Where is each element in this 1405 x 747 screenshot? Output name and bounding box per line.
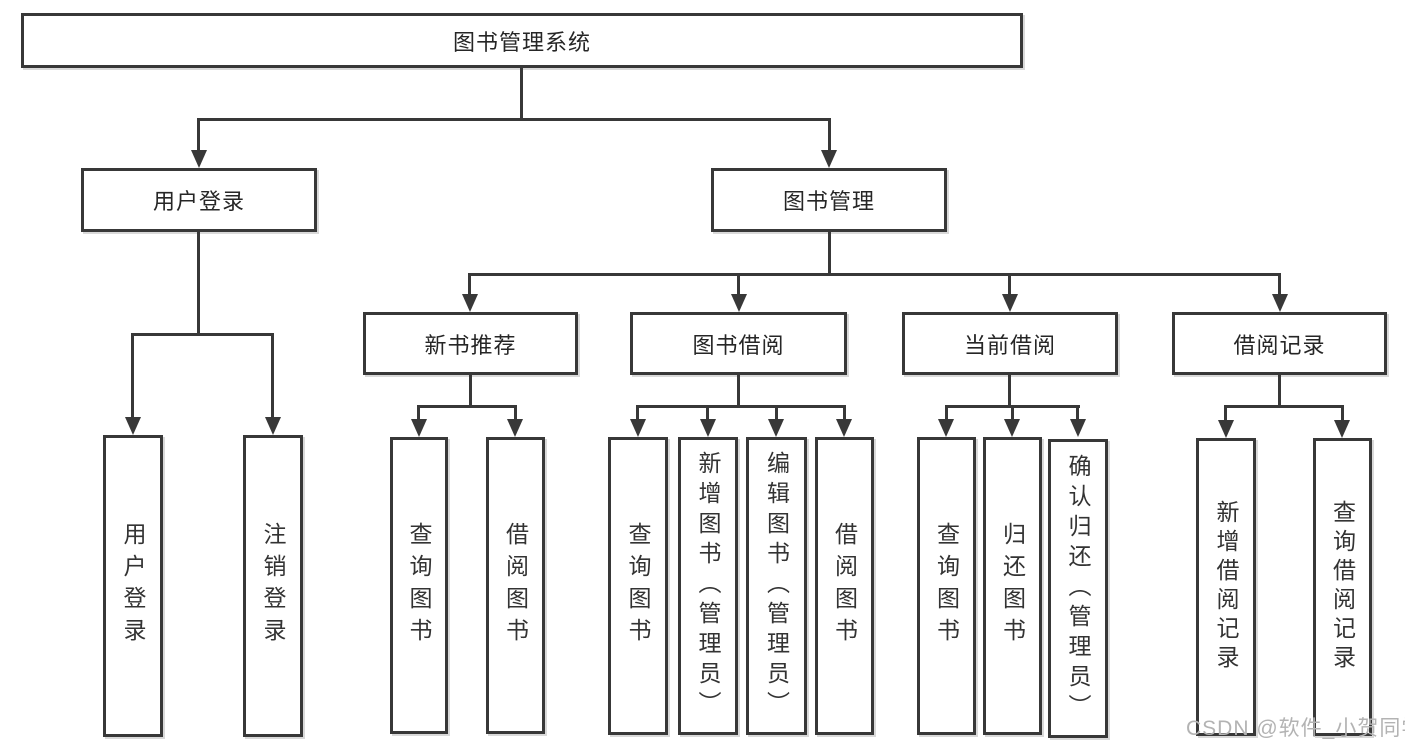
connector-line <box>469 375 472 408</box>
connector-line <box>468 273 1281 276</box>
node-book-management: 图书管理 <box>711 168 947 232</box>
leaf-confirm-return-admin: 确认归还（管理员） <box>1048 439 1108 738</box>
connector-line <box>636 405 846 408</box>
leaf-label: 注销登录 <box>260 522 286 650</box>
node-new-book-recommendation: 新书推荐 <box>363 312 578 375</box>
connector-line <box>828 232 831 276</box>
leaf-query-books-current: 查询图书 <box>917 437 976 735</box>
connector-line <box>197 118 200 152</box>
connector-line <box>468 273 471 296</box>
connector-line <box>737 273 740 296</box>
connector-line <box>417 405 517 408</box>
connector-line <box>1341 405 1344 422</box>
arrowhead <box>507 419 523 437</box>
arrowhead <box>411 419 427 437</box>
arrowhead <box>1004 419 1020 437</box>
arrowhead <box>265 417 281 435</box>
connector-line <box>417 405 420 421</box>
node-user-login: 用户登录 <box>81 168 317 232</box>
node-label: 新书推荐 <box>424 332 517 358</box>
connector-line <box>775 405 778 421</box>
leaf-borrow-books-recommend: 借阅图书 <box>486 437 545 734</box>
leaf-label: 查询图书 <box>406 521 432 650</box>
leaf-label: 新增图书（管理员） <box>695 451 721 721</box>
connector-line <box>131 333 134 419</box>
leaf-label: 归还图书 <box>999 522 1026 650</box>
csdn-watermark: CSDN @软件_小贺同学 <box>1186 717 1405 740</box>
leaf-label: 查询图书 <box>933 522 960 650</box>
leaf-label: 查询借阅记录 <box>1329 500 1356 674</box>
connector-line <box>520 68 523 118</box>
connector-line <box>1224 405 1227 422</box>
connector-line <box>737 375 740 408</box>
connector-line <box>1008 375 1011 408</box>
connector-line <box>1008 273 1011 296</box>
node-label: 图书管理 <box>782 189 875 214</box>
connector-line <box>1278 375 1281 408</box>
arrowhead <box>938 419 954 437</box>
connector-line <box>514 405 517 421</box>
leaf-label: 借阅图书 <box>831 522 858 650</box>
arrowhead <box>700 419 716 437</box>
arrowhead <box>191 150 207 168</box>
node-label: 借阅记录 <box>1233 332 1326 358</box>
leaf-logout: 注销登录 <box>243 435 303 737</box>
arrowhead <box>1218 420 1234 438</box>
node-label: 用户登录 <box>152 189 245 214</box>
leaf-edit-books-admin: 编辑图书（管理员） <box>746 437 807 735</box>
arrowhead <box>836 419 852 437</box>
node-label: 图书管理系统 <box>452 29 591 55</box>
connector-line <box>197 232 200 336</box>
arrowhead <box>821 150 837 168</box>
connector-line <box>1278 273 1281 296</box>
leaf-label: 用户登录 <box>120 522 146 650</box>
leaf-query-books-recommend: 查询图书 <box>390 437 448 734</box>
arrowhead <box>1334 420 1350 438</box>
connector-line <box>1011 405 1014 421</box>
node-library-management-system: 图书管理系统 <box>21 13 1023 68</box>
leaf-label: 查询图书 <box>625 522 651 650</box>
leaf-borrow-books: 借阅图书 <box>815 437 874 735</box>
leaf-add-books-admin: 新增图书（管理员） <box>678 437 738 735</box>
arrowhead <box>1272 294 1288 312</box>
leaf-label: 新增借阅记录 <box>1213 500 1239 674</box>
connector-line <box>197 118 831 121</box>
connector-line <box>271 333 274 419</box>
connector-line <box>1224 405 1344 408</box>
node-label: 当前借阅 <box>963 332 1056 358</box>
connector-line <box>828 118 831 152</box>
connector-line <box>636 405 639 421</box>
node-book-borrowing: 图书借阅 <box>630 312 847 375</box>
leaf-query-borrow-record: 查询借阅记录 <box>1313 438 1372 736</box>
connector-line <box>706 405 709 421</box>
arrowhead <box>630 419 646 437</box>
arrowhead <box>1070 419 1086 437</box>
arrowhead <box>731 294 747 312</box>
connector-line <box>945 405 948 421</box>
leaf-return-books: 归还图书 <box>983 437 1042 735</box>
leaf-label: 借阅图书 <box>502 521 529 650</box>
arrowhead <box>1002 294 1018 312</box>
connector-line <box>1076 405 1079 421</box>
leaf-query-books-borrow: 查询图书 <box>608 437 668 735</box>
node-borrowing-records: 借阅记录 <box>1172 312 1387 375</box>
leaf-label: 编辑图书（管理员） <box>763 451 790 721</box>
connector-line <box>131 333 274 336</box>
arrowhead <box>462 294 478 312</box>
leaf-label: 确认归还（管理员） <box>1065 453 1091 724</box>
arrowhead <box>768 419 784 437</box>
arrowhead <box>125 417 141 435</box>
leaf-user-login: 用户登录 <box>103 435 163 737</box>
node-current-borrowing: 当前借阅 <box>902 312 1118 375</box>
connector-line <box>843 405 846 421</box>
node-label: 图书借阅 <box>692 332 785 358</box>
leaf-add-borrow-record: 新增借阅记录 <box>1196 438 1256 736</box>
